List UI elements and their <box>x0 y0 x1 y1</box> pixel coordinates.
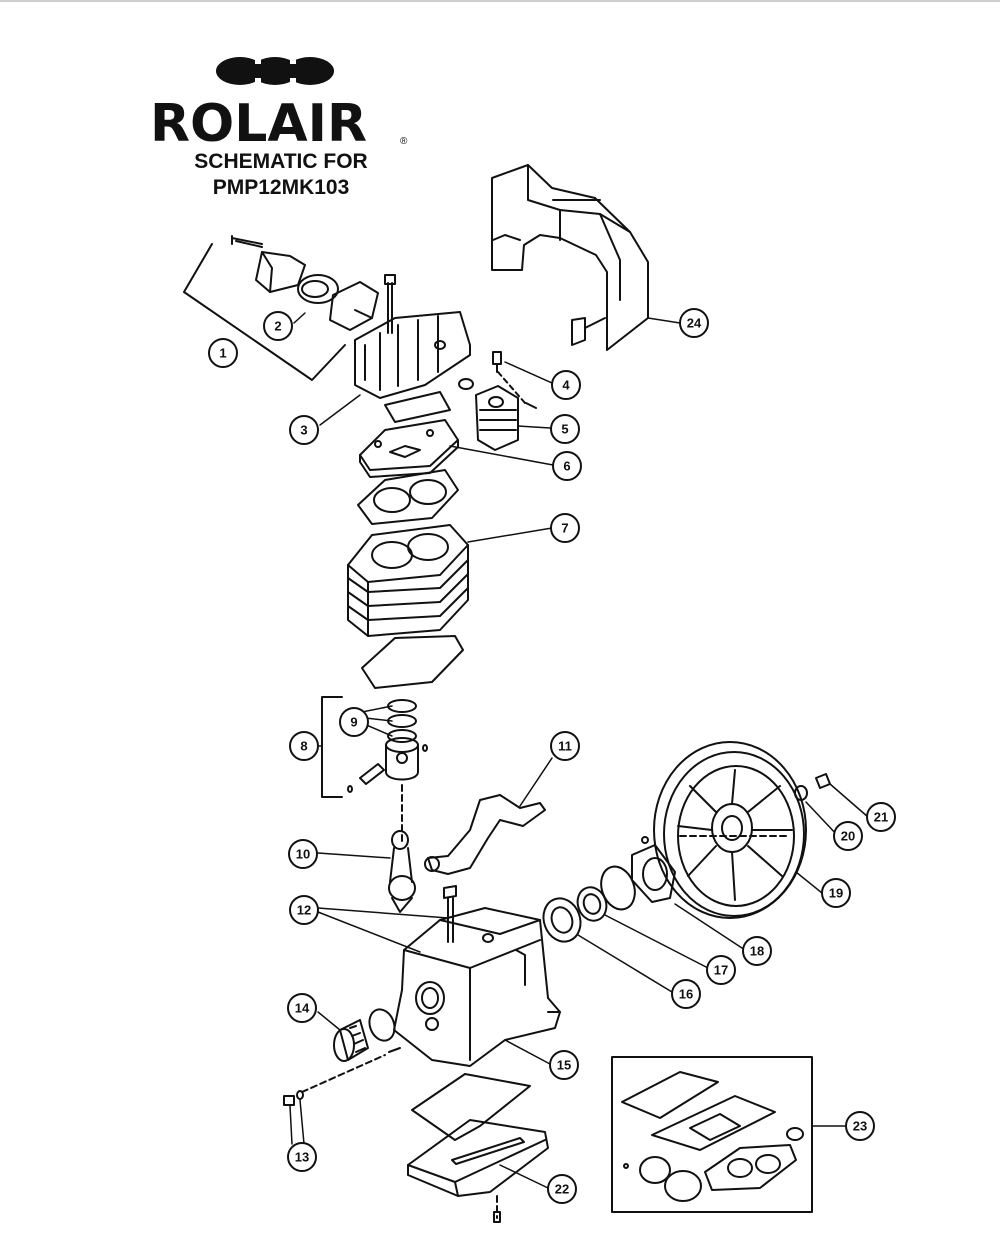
base-gasket-part <box>361 635 464 689</box>
callout-20 <box>833 821 863 851</box>
bolt-part <box>525 402 537 409</box>
registered-mark: ® <box>400 136 408 147</box>
bolt-part <box>388 1047 401 1053</box>
callout-13 <box>287 1142 317 1172</box>
callout-label-1: 1 <box>219 346 226 361</box>
callout-label-11: 11 <box>558 739 572 754</box>
callout-10 <box>288 839 318 869</box>
cylinder-part <box>347 524 469 637</box>
callout-label-8: 8 <box>300 739 307 754</box>
callout-label-14: 14 <box>295 1001 310 1016</box>
o-ring-part <box>458 378 474 390</box>
washer-part <box>794 785 808 801</box>
callout-label-4: 4 <box>562 378 570 393</box>
oil-cap-part <box>333 1019 369 1062</box>
callout-label-13: 13 <box>295 1150 309 1165</box>
callout-14 <box>287 993 317 1023</box>
unloader-valve-part <box>492 351 502 373</box>
bolt-part <box>493 1211 501 1223</box>
callout-16 <box>671 979 701 1009</box>
callout-23 <box>845 1111 875 1141</box>
leader-1-bracket <box>183 243 346 381</box>
callout-12 <box>289 895 319 925</box>
reed-gasket-part <box>384 391 451 423</box>
wrist-pin-part <box>347 744 428 793</box>
gasket-kit-part <box>611 1056 813 1213</box>
crankcase-part <box>393 907 561 1067</box>
callout-24 <box>679 308 709 338</box>
callout-22 <box>547 1174 577 1204</box>
callout-9 <box>339 707 369 737</box>
valve-plate-part <box>359 419 459 478</box>
callout-17 <box>706 955 736 985</box>
bottom-gasket-part <box>411 1073 531 1141</box>
callout-8 <box>289 731 319 761</box>
callout-label-15: 15 <box>557 1058 571 1073</box>
callout-label-5: 5 <box>561 422 568 437</box>
callout-5 <box>550 414 580 444</box>
callout-label-3: 3 <box>300 423 307 438</box>
gasket-ring-part <box>368 1008 396 1042</box>
callout-4 <box>551 370 581 400</box>
schematic-title: SCHEMATIC FOR <box>194 150 368 173</box>
callout-7 <box>550 513 580 543</box>
callout-label-23: 23 <box>853 1119 867 1134</box>
callout-18 <box>742 936 772 966</box>
brand-wordmark: ROLAIR <box>150 94 368 154</box>
callout-label-16: 16 <box>679 987 693 1002</box>
leader-8-bracket <box>321 696 343 798</box>
top-border <box>0 0 1000 2</box>
oil-seal-part <box>576 886 608 922</box>
belt-guard-part <box>491 164 649 351</box>
dipstick-part <box>443 885 457 943</box>
bearing-cover-part <box>631 836 676 903</box>
assembly-axis <box>497 371 526 404</box>
bearing-part <box>542 897 582 943</box>
callout-21 <box>866 802 896 832</box>
flywheel-bolt-part <box>815 773 831 789</box>
callout-label-9: 9 <box>350 715 357 730</box>
callout-label-17: 17 <box>714 963 728 978</box>
crankshaft-part <box>424 794 546 875</box>
callout-6 <box>552 451 582 481</box>
callout-15 <box>549 1050 579 1080</box>
callout-label-12: 12 <box>297 903 311 918</box>
o-ring-part <box>600 865 636 911</box>
callout-circles <box>208 308 896 1204</box>
flywheel-part <box>653 741 807 919</box>
callout-label-21: 21 <box>874 810 888 825</box>
assembly-axis <box>301 1054 386 1093</box>
piston-part <box>385 737 419 781</box>
callout-1 <box>208 338 238 368</box>
leader-lines <box>289 312 869 1189</box>
drain-plug-part <box>283 1090 304 1106</box>
callout-label-22: 22 <box>555 1182 569 1197</box>
air-filter-part <box>231 235 379 331</box>
callout-11 <box>550 731 580 761</box>
model-number: PMP12MK103 <box>212 176 350 199</box>
callout-label-2: 2 <box>274 319 281 334</box>
callout-3 <box>289 415 319 445</box>
callout-label-10: 10 <box>296 847 310 862</box>
callout-label-24: 24 <box>687 316 702 331</box>
bottom-plate-part <box>407 1119 549 1197</box>
callout-label-19: 19 <box>829 886 843 901</box>
callout-label-6: 6 <box>563 459 570 474</box>
callout-label-20: 20 <box>841 829 855 844</box>
cylinder-head-part <box>354 274 471 399</box>
connecting-rod-part <box>388 830 416 913</box>
callout-19 <box>821 878 851 908</box>
callout-2 <box>263 311 293 341</box>
callout-label-7: 7 <box>561 521 568 536</box>
head-gasket-part <box>357 469 459 525</box>
callout-label-18: 18 <box>750 944 764 959</box>
finned-block-part <box>475 385 519 451</box>
